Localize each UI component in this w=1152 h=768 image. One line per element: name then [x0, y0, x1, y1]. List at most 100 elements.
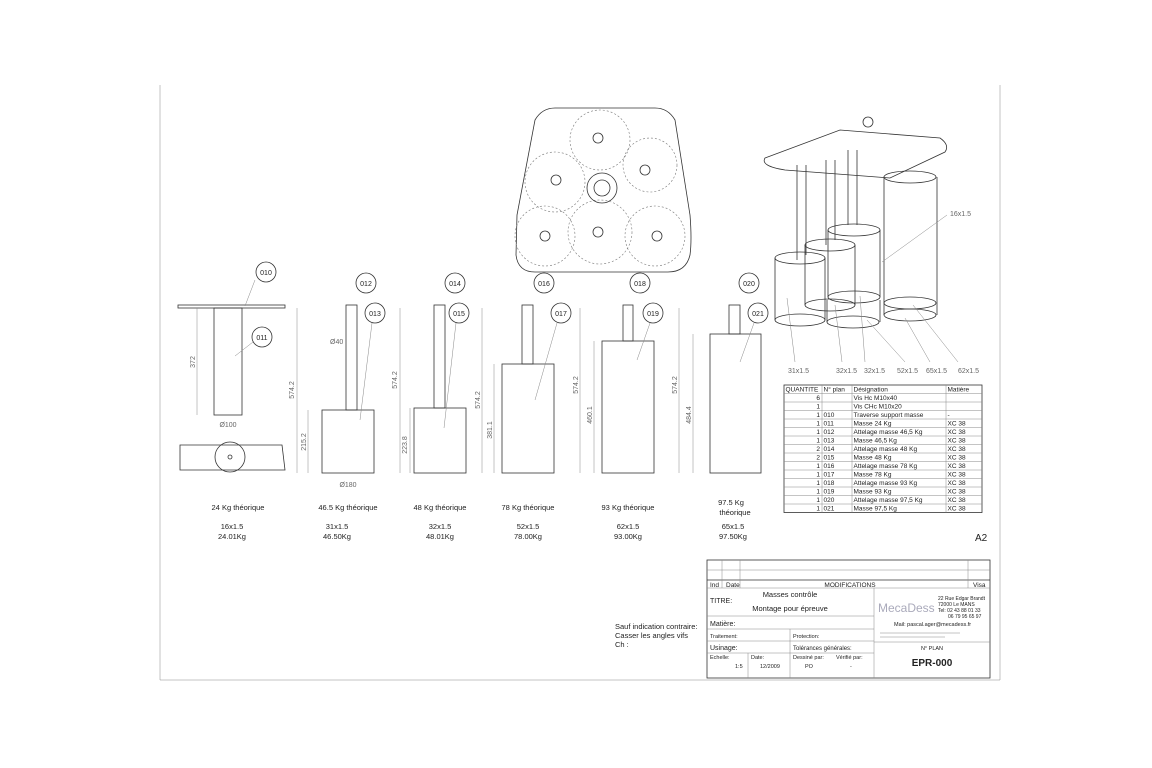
- bom-cell: 012: [824, 429, 835, 436]
- view-mass-97-5kg: 574.2 484.4 020 021: [672, 272, 769, 474]
- bom-cell: XC 38: [948, 438, 966, 445]
- bom-cell: 1: [816, 412, 820, 419]
- bom-cell: XC 38: [948, 446, 966, 453]
- note: Ch :: [615, 640, 629, 649]
- view-mass: 24.01Kg: [218, 532, 246, 541]
- iso-label: 65x1.5: [926, 368, 947, 375]
- drawing-subtitle: Montage pour épreuve: [752, 604, 827, 613]
- view-spec: 65x1.5: [722, 522, 745, 531]
- bom-cell: 018: [824, 480, 835, 487]
- bom-cell: Attelage masse 48 Kg: [854, 446, 918, 453]
- view-captions: 24 Kg théorique 16x1.5 24.01Kg 46.5 Kg t…: [212, 498, 751, 541]
- iso-label: 16x1.5: [950, 211, 971, 218]
- iso-label: 52x1.5: [897, 368, 918, 375]
- dimension: 215.2: [301, 433, 308, 451]
- bom-cell: 1: [816, 497, 820, 504]
- view-mass: 78.00Kg: [514, 532, 542, 541]
- tb-label: TITRE:: [710, 598, 732, 605]
- bom-cell: 1: [816, 506, 820, 513]
- view-mass-48kg: 574.2 223.8 014 015: [392, 272, 470, 474]
- dimension: Ø100: [219, 422, 236, 429]
- address-line: 22 Rue Edgar Brandt: [938, 596, 986, 602]
- bom-cell: 2: [816, 455, 820, 462]
- isometric-view: 16x1.5 31x1.5 32x1.5 32x1.5 52x1.5 65x1.…: [763, 116, 979, 375]
- view-caption: 46.5 Kg théorique: [318, 503, 377, 512]
- balloon: 013: [369, 311, 381, 318]
- bom-cell: 020: [824, 497, 835, 504]
- balloon: 012: [360, 281, 372, 288]
- view-caption: 78 Kg théorique: [502, 503, 555, 512]
- dimension: 372: [190, 356, 197, 368]
- dimension: 574.2: [475, 391, 482, 409]
- bom-cell: 6: [816, 395, 820, 402]
- bom-cell: Attelage masse 93 Kg: [854, 480, 918, 487]
- bom-cell: 1: [816, 480, 820, 487]
- bom-cell: 019: [824, 489, 835, 496]
- bom-cell: 1: [816, 429, 820, 436]
- dimension: 574.2: [392, 371, 399, 389]
- view-mass-24kg: 372 Ø100 010 011: [177, 261, 286, 473]
- tb-label: Protection:: [793, 634, 820, 640]
- bom-cell: XC 38: [948, 472, 966, 479]
- bom-cell: Masse 46,5 Kg: [854, 438, 898, 445]
- view-caption: 97.5 Kg: [718, 498, 744, 507]
- general-notes: Sauf indication contraire: Casser les an…: [615, 622, 698, 649]
- tb-label: Ind: [710, 582, 719, 589]
- bom-header: Désignation: [854, 387, 889, 394]
- bom-cell: 014: [824, 446, 835, 453]
- checked-by-value: -: [850, 664, 852, 670]
- bom-cell: Attelage masse 78 Kg: [854, 463, 918, 470]
- tb-label: Dessiné par:: [793, 655, 824, 661]
- drawn-by-value: PO: [805, 664, 814, 670]
- dimension: Ø40: [330, 339, 343, 346]
- bom-cell: Masse 48 Kg: [854, 455, 892, 462]
- dimension: 574.2: [573, 376, 580, 394]
- date-value: 12/2009: [760, 664, 780, 670]
- bom-cell: Masse 78 Kg: [854, 472, 892, 479]
- balloon: 014: [449, 281, 461, 288]
- view-spec: 62x1.5: [617, 522, 640, 531]
- bom-cell: 1: [816, 438, 820, 445]
- balloon: 015: [453, 311, 465, 318]
- dimension: 460.1: [587, 406, 594, 424]
- iso-label: 32x1.5: [864, 368, 885, 375]
- tb-label: Date:: [751, 655, 765, 661]
- bom-cell: 1: [816, 463, 820, 470]
- bom-cell: 011: [824, 421, 835, 428]
- balloon: 018: [634, 281, 646, 288]
- bom-cell: 1: [816, 421, 820, 428]
- note: Sauf indication contraire:: [615, 622, 698, 631]
- balloon: 019: [647, 311, 659, 318]
- drawing-title: Masses contrôle: [763, 590, 818, 599]
- bom-cell: -: [948, 412, 950, 419]
- view-spec: 16x1.5: [221, 522, 244, 531]
- view-spec: 31x1.5: [326, 522, 349, 531]
- bom-cell: Attelage masse 46,5 Kg: [854, 429, 923, 436]
- bom-cell: 010: [824, 412, 835, 419]
- view-mass-46-5kg: 574.2 215.2 Ø40 Ø180 012 013: [289, 272, 386, 489]
- view-spec: 32x1.5: [429, 522, 452, 531]
- view-caption: 48 Kg théorique: [414, 503, 467, 512]
- email: Mail: pascal.ager@mecadess.fr: [894, 622, 971, 628]
- view-mass-93kg: 574.2 460.1 018 019: [573, 272, 664, 474]
- view-caption: théorique: [719, 508, 750, 517]
- tb-label: Vérifié par:: [836, 655, 863, 661]
- iso-label: 31x1.5: [788, 368, 809, 375]
- view-mass: 48.01Kg: [426, 532, 454, 541]
- bom-cell: XC 38: [948, 489, 966, 496]
- bom-cell: 016: [824, 463, 835, 470]
- bom-cell: XC 38: [948, 480, 966, 487]
- tb-label: Traitement:: [710, 634, 738, 640]
- bom-cell: 2: [816, 446, 820, 453]
- bom-cell: Vis Hc M10x40: [854, 395, 898, 402]
- bom-cell: Masse 24 Kg: [854, 421, 892, 428]
- bom-cell: Masse 97,5 Kg: [854, 506, 898, 513]
- bom-cell: XC 38: [948, 497, 966, 504]
- bom-frame: [783, 384, 983, 513]
- tb-label: Matière:: [710, 621, 735, 628]
- bom-cell: 013: [824, 438, 835, 445]
- dimension: 574.2: [672, 376, 679, 394]
- tb-label: MODIFICATIONS: [824, 582, 876, 589]
